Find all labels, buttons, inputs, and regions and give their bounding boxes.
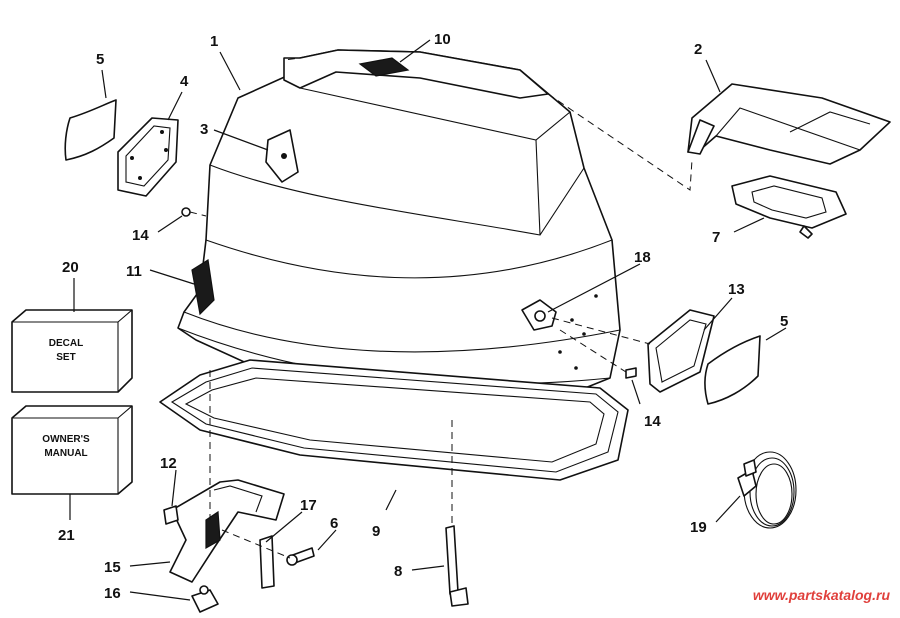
callout-5-right: 5: [780, 313, 788, 330]
grille-frame-right: [647, 309, 715, 393]
callout-numbers: 1 2 3 4 5 5 6 7 8 9 10 11 12 13 14 14 15…: [58, 31, 788, 602]
grommet-ring: [731, 175, 847, 239]
callout-14-right: 14: [644, 413, 661, 430]
wire-harness: [737, 451, 797, 529]
screw-left: [181, 207, 191, 217]
engine-cover: [177, 49, 621, 421]
callout-3: 3: [200, 121, 208, 138]
side-label-left: [64, 99, 117, 161]
callout-2: 2: [694, 41, 702, 58]
rear-bracket: [169, 479, 285, 583]
owners-manual-box: OWNER'S MANUAL: [11, 405, 133, 495]
top-cover: [687, 83, 891, 165]
callout-11: 11: [126, 263, 142, 280]
callout-9: 9: [372, 523, 380, 540]
decal-set-box: DECAL SET: [11, 309, 133, 393]
screw-right: [625, 367, 637, 379]
latch-rod: [445, 525, 469, 607]
callout-12: 12: [160, 455, 177, 472]
callout-17: 17: [300, 497, 317, 514]
callout-14-left: 14: [132, 227, 149, 244]
decal-label-line1: DECAL: [49, 338, 83, 349]
clip: [163, 505, 179, 525]
callout-16: 16: [104, 585, 121, 602]
callout-5-left: 5: [96, 51, 104, 68]
callout-21: 21: [58, 527, 75, 544]
grille-frame: [117, 117, 179, 197]
spring-clip: [259, 535, 275, 589]
callout-8: 8: [394, 563, 402, 580]
callout-20: 20: [62, 259, 79, 276]
decal-label-line2: SET: [56, 352, 75, 363]
bolt: [286, 547, 315, 566]
rubber-mount: [191, 585, 219, 613]
callout-7: 7: [712, 229, 720, 246]
leader-lines: [69, 39, 787, 601]
callout-18: 18: [634, 249, 651, 266]
callout-10: 10: [434, 31, 451, 48]
side-label-right: [704, 335, 761, 405]
lower-seal: [159, 359, 629, 481]
callout-13: 13: [728, 281, 745, 298]
manual-label-line2: MANUAL: [44, 448, 87, 459]
callout-4: 4: [180, 73, 189, 90]
callout-19: 19: [690, 519, 707, 536]
manual-label-line1: OWNER'S: [42, 434, 90, 445]
callout-6: 6: [330, 515, 338, 532]
callout-15: 15: [104, 559, 121, 576]
watermark: www.partskatalog.ru: [753, 587, 891, 603]
alignment-lines: [189, 57, 693, 559]
callout-1: 1: [210, 33, 218, 50]
